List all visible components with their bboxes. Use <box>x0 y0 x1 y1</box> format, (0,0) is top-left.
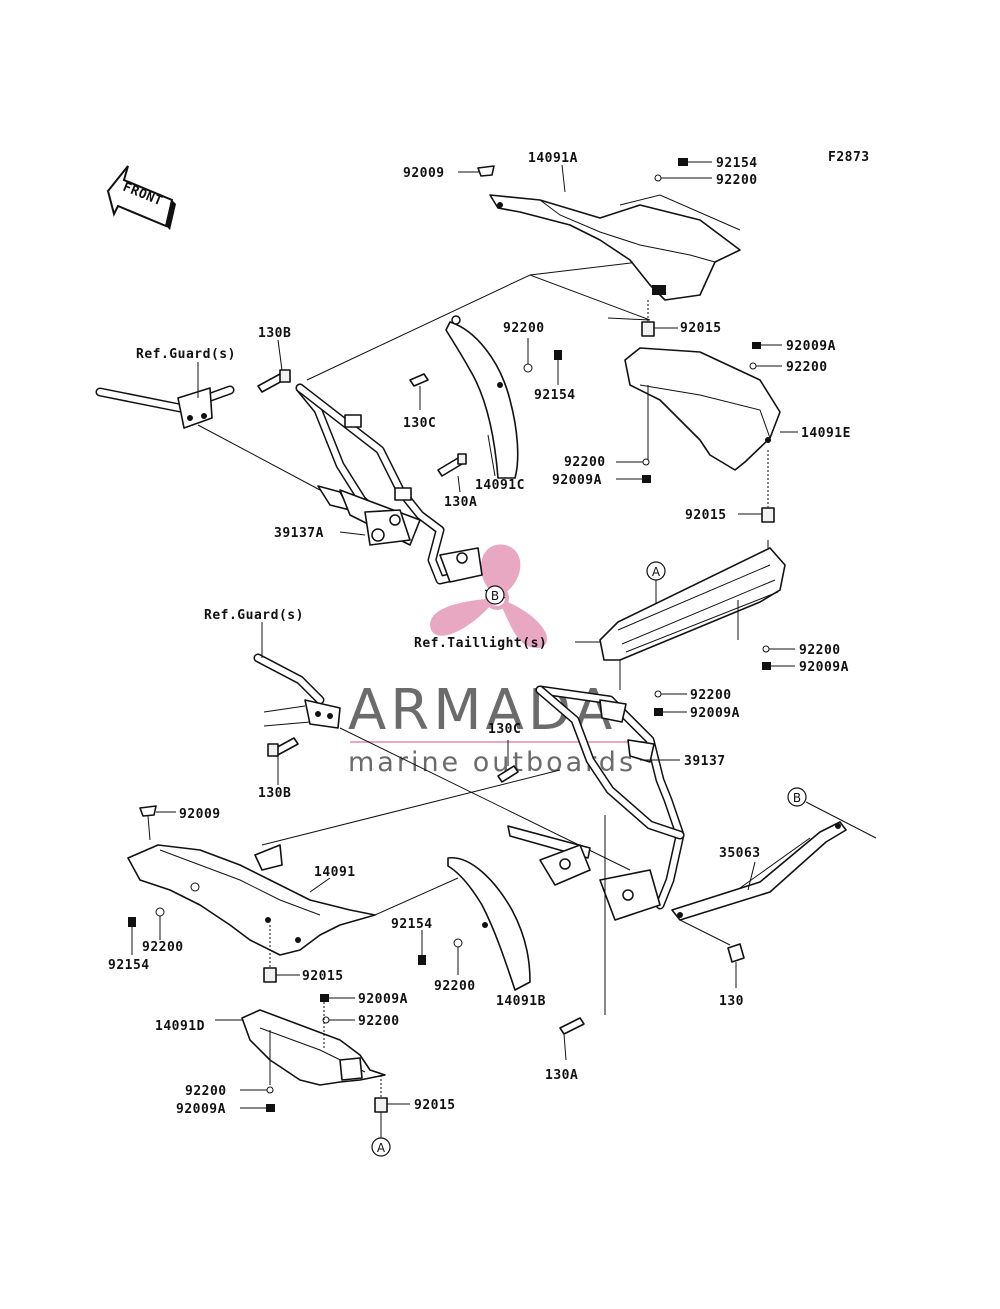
label-92009A-d: 92009A <box>358 992 408 1007</box>
label-92154-mid: 92154 <box>534 388 576 403</box>
label-92200-e: 92200 <box>564 455 606 470</box>
label-ref-taillight: Ref.Taillight(s) <box>414 636 547 651</box>
label-92200-top: 92200 <box>716 173 758 188</box>
label-14091: 14091 <box>314 865 356 880</box>
frame-39137 <box>507 685 685 921</box>
ref-guard-mid-tube <box>253 622 631 871</box>
label-92200-a: 92200 <box>786 360 828 375</box>
label-92154-top: 92154 <box>716 156 758 171</box>
label-35063: 35063 <box>719 846 761 861</box>
label-39137A: 39137A <box>274 526 324 541</box>
label-130B-top: 130B <box>258 326 291 341</box>
top-guide-lines <box>197 249 741 599</box>
label-130: 130 <box>719 994 744 1009</box>
label-92009A-a: 92009A <box>786 339 836 354</box>
label-14091D: 14091D <box>155 1019 205 1034</box>
bolt-130 <box>727 943 745 988</box>
cover-14091E <box>624 347 798 471</box>
armada-watermark: ARMADA marine outboards <box>348 544 650 778</box>
label-92015-d: 92015 <box>414 1098 456 1113</box>
label-92200-d2: 92200 <box>185 1084 227 1099</box>
label-130C-bot: 130C <box>488 722 521 737</box>
label-130B-bot: 130B <box>258 786 291 801</box>
label-130A-top: 130A <box>444 495 477 510</box>
label-92015-a: 92015 <box>680 321 722 336</box>
grommet-92015-c <box>263 925 300 983</box>
bolt-130C-bot <box>497 740 519 783</box>
label-92009-bot: 92009 <box>179 807 221 822</box>
bar-35063 <box>671 801 877 946</box>
label-ref-guard-top: Ref.Guard(s) <box>136 347 236 362</box>
label-92009A-d2: 92009A <box>176 1102 226 1117</box>
flap-14091C <box>445 315 519 479</box>
fastener-92200-92009A-tl2 <box>654 690 687 716</box>
fastener-92009A-92200-d <box>320 994 355 1048</box>
ref-guard-top-tube <box>95 385 235 429</box>
label-92009A-tl2: 92009A <box>690 706 740 721</box>
bolt-130B-bot <box>267 737 299 785</box>
label-92200-d: 92200 <box>358 1014 400 1029</box>
callout-b-top-text: B <box>491 589 499 603</box>
clip-92009-top <box>458 165 495 177</box>
label-92154-b2: 92154 <box>391 917 433 932</box>
fastener-92154-92200-bot <box>128 907 165 955</box>
grommet-92015-b <box>738 450 775 523</box>
label-14091B: 14091B <box>496 994 546 1009</box>
label-14091A: 14091A <box>528 151 578 166</box>
callout-a-bot-text: A <box>377 1141 386 1155</box>
label-92200-tl2: 92200 <box>690 688 732 703</box>
fastener-92009A-92200-a <box>749 342 782 370</box>
callout-b-top: B <box>485 585 505 605</box>
label-92200-b2: 92200 <box>434 979 476 994</box>
label-92009-top: 92009 <box>403 166 445 181</box>
grommet-92015-a <box>641 300 678 337</box>
label-14091C: 14091C <box>475 478 525 493</box>
callout-b-bot: B <box>787 787 807 807</box>
label-92015-c: 92015 <box>302 969 344 984</box>
label-92200-tl: 92200 <box>799 643 841 658</box>
mudguard-14091A <box>489 194 741 301</box>
label-92154-bot: 92154 <box>108 958 150 973</box>
figure-code: F2873 <box>828 150 870 165</box>
bolt-130A-top <box>437 453 467 493</box>
fastener-92200-92154-mid <box>523 338 562 385</box>
mudguard-14091 <box>127 769 561 956</box>
screw-92154-top <box>654 158 712 182</box>
fastener-92200-92009A-d2 <box>240 1086 275 1112</box>
ref-taillight <box>575 540 786 690</box>
bolt-130B-top <box>257 339 291 393</box>
cover-14091D <box>215 1009 386 1086</box>
clip-92009-bot <box>139 805 176 841</box>
label-92009A-e: 92009A <box>552 473 602 488</box>
label-ref-guard-mid: Ref.Guard(s) <box>204 608 304 623</box>
callout-b-bot-text: B <box>793 791 801 805</box>
bolt-130A-bot <box>559 815 606 1061</box>
label-39137: 39137 <box>684 754 726 769</box>
label-92200-mid: 92200 <box>503 321 545 336</box>
front-arrow-icon: FRONT <box>106 165 176 230</box>
flap-14091B <box>447 857 531 991</box>
callout-a-mid-text: A <box>652 565 661 579</box>
label-92200-bot: 92200 <box>142 940 184 955</box>
label-92015-b: 92015 <box>685 508 727 523</box>
bolt-130C-top <box>409 373 429 410</box>
callout-a-bot: A <box>371 1137 391 1157</box>
fastener-92154-92200-b2 <box>418 930 463 975</box>
label-130A-bot: 130A <box>545 1068 578 1083</box>
fastener-92200-92009A-tl <box>762 645 795 670</box>
label-92009A-tl: 92009A <box>799 660 849 675</box>
frame-39137A <box>295 383 483 585</box>
grommet-92015-d <box>374 1075 410 1138</box>
part-labels: 92009 14091A 92154 92200 92015 92009A 92… <box>108 151 851 1117</box>
fastener-92200-92009A-e <box>616 458 651 483</box>
label-14091E: 14091E <box>801 426 851 441</box>
label-130C-top: 130C <box>403 416 436 431</box>
